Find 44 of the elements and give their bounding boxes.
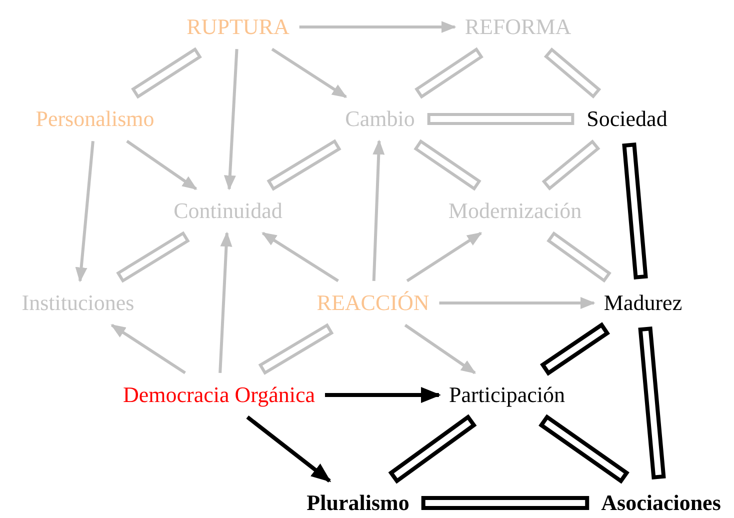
double-line [266, 139, 342, 191]
double-line [544, 48, 602, 98]
concept-label: Participación [448, 382, 566, 408]
arrow [406, 232, 482, 282]
double-line [540, 322, 610, 376]
double-line [538, 414, 630, 484]
concept-label: Madurez [604, 290, 682, 316]
concept-label: Modernización [448, 198, 582, 224]
concept-label: Instituciones [22, 290, 134, 316]
concept-label: Sociedad [586, 106, 668, 132]
arrow [218, 232, 232, 373]
double-line [546, 231, 612, 283]
arrow [110, 324, 186, 374]
double-line [388, 414, 477, 484]
concept-label: Personalismo [36, 106, 154, 132]
concept-label: REFORMA [464, 14, 572, 40]
arrow [75, 140, 94, 282]
arrow [299, 21, 456, 33]
double-line [414, 139, 482, 191]
double-line [421, 496, 590, 510]
arrow [271, 48, 348, 98]
double-line [622, 142, 648, 280]
arrow [325, 387, 441, 403]
concept-label: Pluralismo [306, 490, 410, 516]
concept-label: Asociaciones [601, 490, 721, 516]
double-line [258, 323, 334, 375]
double-line [427, 113, 574, 125]
arrow [372, 140, 385, 281]
double-line [116, 231, 190, 283]
double-line [638, 326, 666, 480]
arrow [224, 49, 238, 190]
concept-label: Democracia Orgánica [123, 382, 315, 408]
concept-label: Cambio [345, 106, 415, 132]
arrow [404, 324, 476, 374]
arrow [439, 297, 596, 309]
arrow [246, 416, 332, 482]
concept-label: REACCIÓN [316, 290, 430, 316]
double-line [414, 47, 484, 99]
double-line [542, 140, 600, 190]
arrow [262, 232, 339, 282]
concept-label: RUPTURA [186, 14, 290, 40]
arrow [126, 140, 198, 190]
concept-label: Continuidad [174, 198, 282, 224]
double-line [131, 47, 202, 99]
